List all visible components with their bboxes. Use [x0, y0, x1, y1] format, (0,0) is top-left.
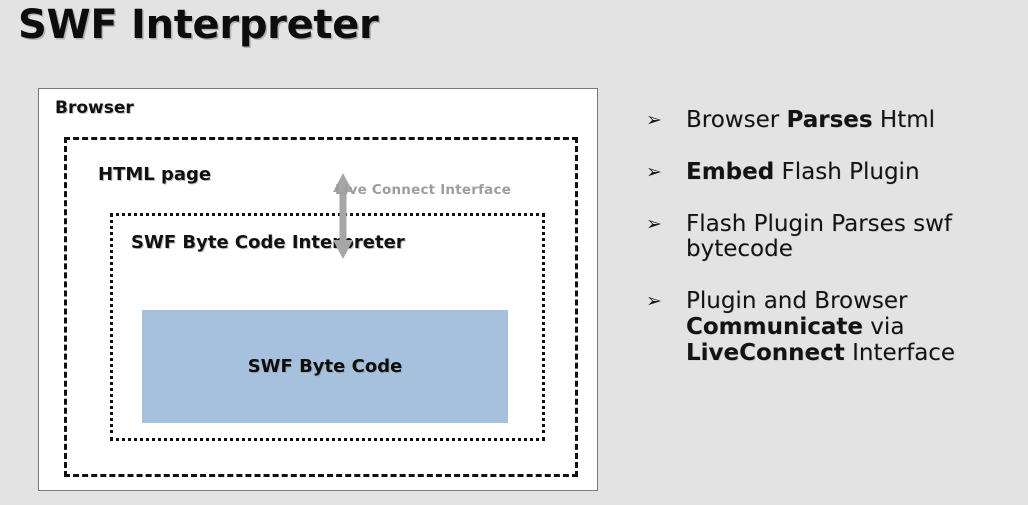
live-connect-interface-label: Live Connect Interface	[335, 182, 512, 198]
swf-byte-code-block: SWF Byte Code	[142, 310, 508, 423]
bullet-arrow-icon: ➢	[646, 290, 662, 312]
swf-byte-code-label: SWF Byte Code	[247, 356, 403, 377]
browser-container-box: Browser	[38, 88, 598, 491]
double-headed-vertical-arrow-icon	[331, 172, 355, 260]
list-item-label: Embed Flash Plugin	[686, 158, 920, 185]
list-item: ➢ Plugin and Browser Communicate via Live…	[646, 288, 1028, 366]
swf-interpreter-diagram: Browser HTML page SWF Byte Code Interpre…	[38, 88, 598, 491]
list-item: ➢ Embed Flash Plugin	[646, 158, 1028, 186]
list-item: ➢ Flash Plugin Parses swf bytecode	[646, 210, 1028, 264]
swf-byte-code-interpreter-box: SWF Byte Code Interpreter	[110, 213, 545, 441]
swf-byte-code-interpreter-label: SWF Byte Code Interpreter	[131, 232, 405, 253]
bullet-list: ➢Browser Parses Html➢Embed Flash Plugin➢…	[646, 107, 1028, 392]
list-item-label: Browser Parses Html	[686, 107, 936, 133]
page-title: SWF Interpreter	[18, 2, 379, 48]
html-page-label: HTML page	[98, 164, 212, 185]
bullet-arrow-icon: ➢	[646, 212, 662, 235]
list-item: ➢ Browser Parses Html	[646, 107, 1028, 134]
list-item-label: Plugin and Browser Communicate via LiveC…	[686, 288, 956, 366]
bullet-arrow-icon: ➢	[646, 109, 662, 131]
bullet-arrow-icon: ➢	[646, 160, 662, 183]
list-item-label: Flash Plugin Parses swf bytecode	[686, 210, 953, 263]
browser-label: Browser	[55, 98, 134, 118]
html-page-container-box: HTML page	[64, 137, 578, 477]
